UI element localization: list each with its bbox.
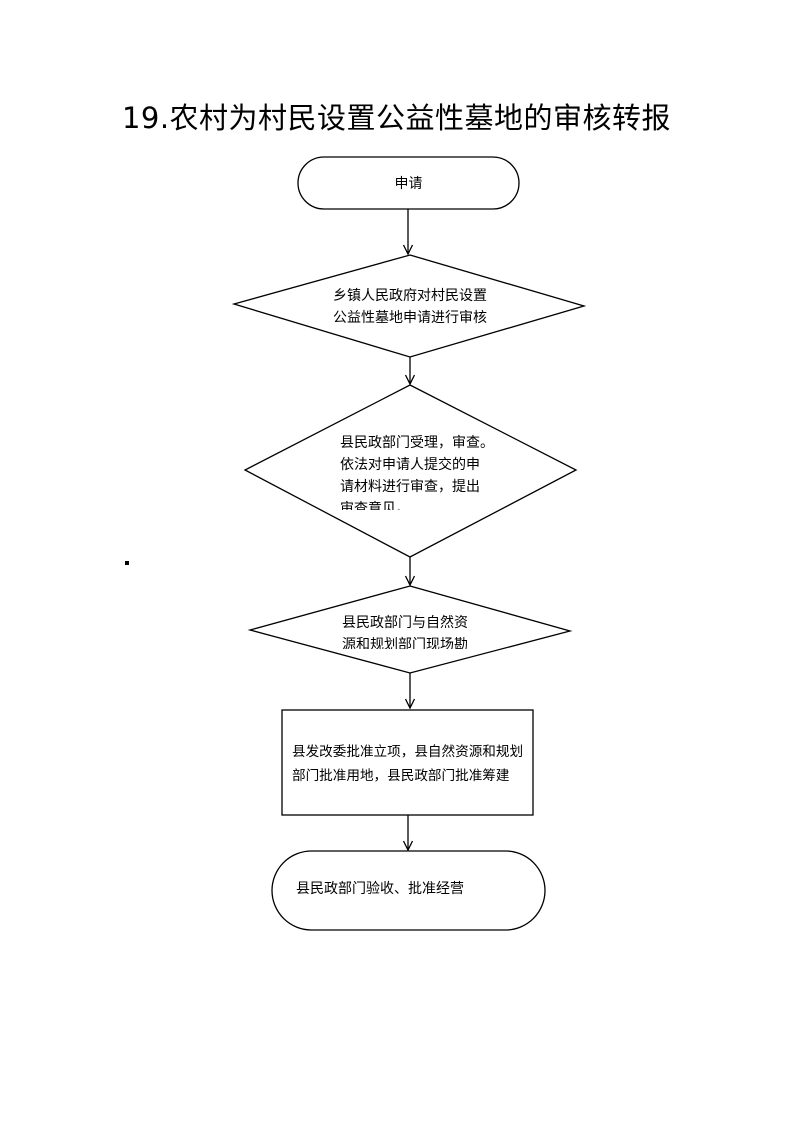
step3-line: 源和规划部门现场勘 <box>342 637 468 649</box>
arrowhead-1 <box>402 244 414 256</box>
arrowhead-3 <box>404 575 416 587</box>
page-title: 19.农村为村民设置公益性墓地的审核转报 <box>121 101 672 135</box>
step2-line: 县民政部门受理，审查。 <box>340 435 494 451</box>
step4-label: 县发改委批准立项，县自然资源和规划 部门批准用地，县民政部门批准筹建 <box>292 740 532 788</box>
step2-line: 请材料进行审查，提出 <box>340 479 480 495</box>
end-terminal <box>271 850 546 931</box>
step2-label: 县民政部门受理，审查。 依法对申请人提交的申 请材料进行审查，提出 审查意见。 <box>340 432 500 510</box>
start-label: 申请 <box>394 176 423 192</box>
step2-line: 依法对申请人提交的申 <box>340 457 480 473</box>
step4-line: 县发改委批准立项，县自然资源和规划 <box>292 744 524 760</box>
step3-label: 县民政部门与自然资 源和规划部门现场勘 <box>342 612 492 649</box>
step1-line: 公益性墓地申请进行审核 <box>333 310 487 326</box>
stray-dot-mark <box>125 561 129 565</box>
arrowhead-2 <box>404 374 416 386</box>
step1-label: 乡镇人民政府对村民设置 公益性墓地申请进行审核 <box>300 285 520 329</box>
step2-line: 审查意见。 <box>340 501 410 510</box>
arrowhead-5 <box>402 840 414 852</box>
step4-line: 部门批准用地，县民政部门批准筹建 <box>292 768 510 784</box>
arrowhead-4 <box>404 698 416 710</box>
end-label: 县民政部门验收、批准经营 <box>296 881 464 897</box>
step3-line: 县民政部门与自然资 <box>342 615 468 631</box>
step1-line: 乡镇人民政府对村民设置 <box>333 288 487 304</box>
